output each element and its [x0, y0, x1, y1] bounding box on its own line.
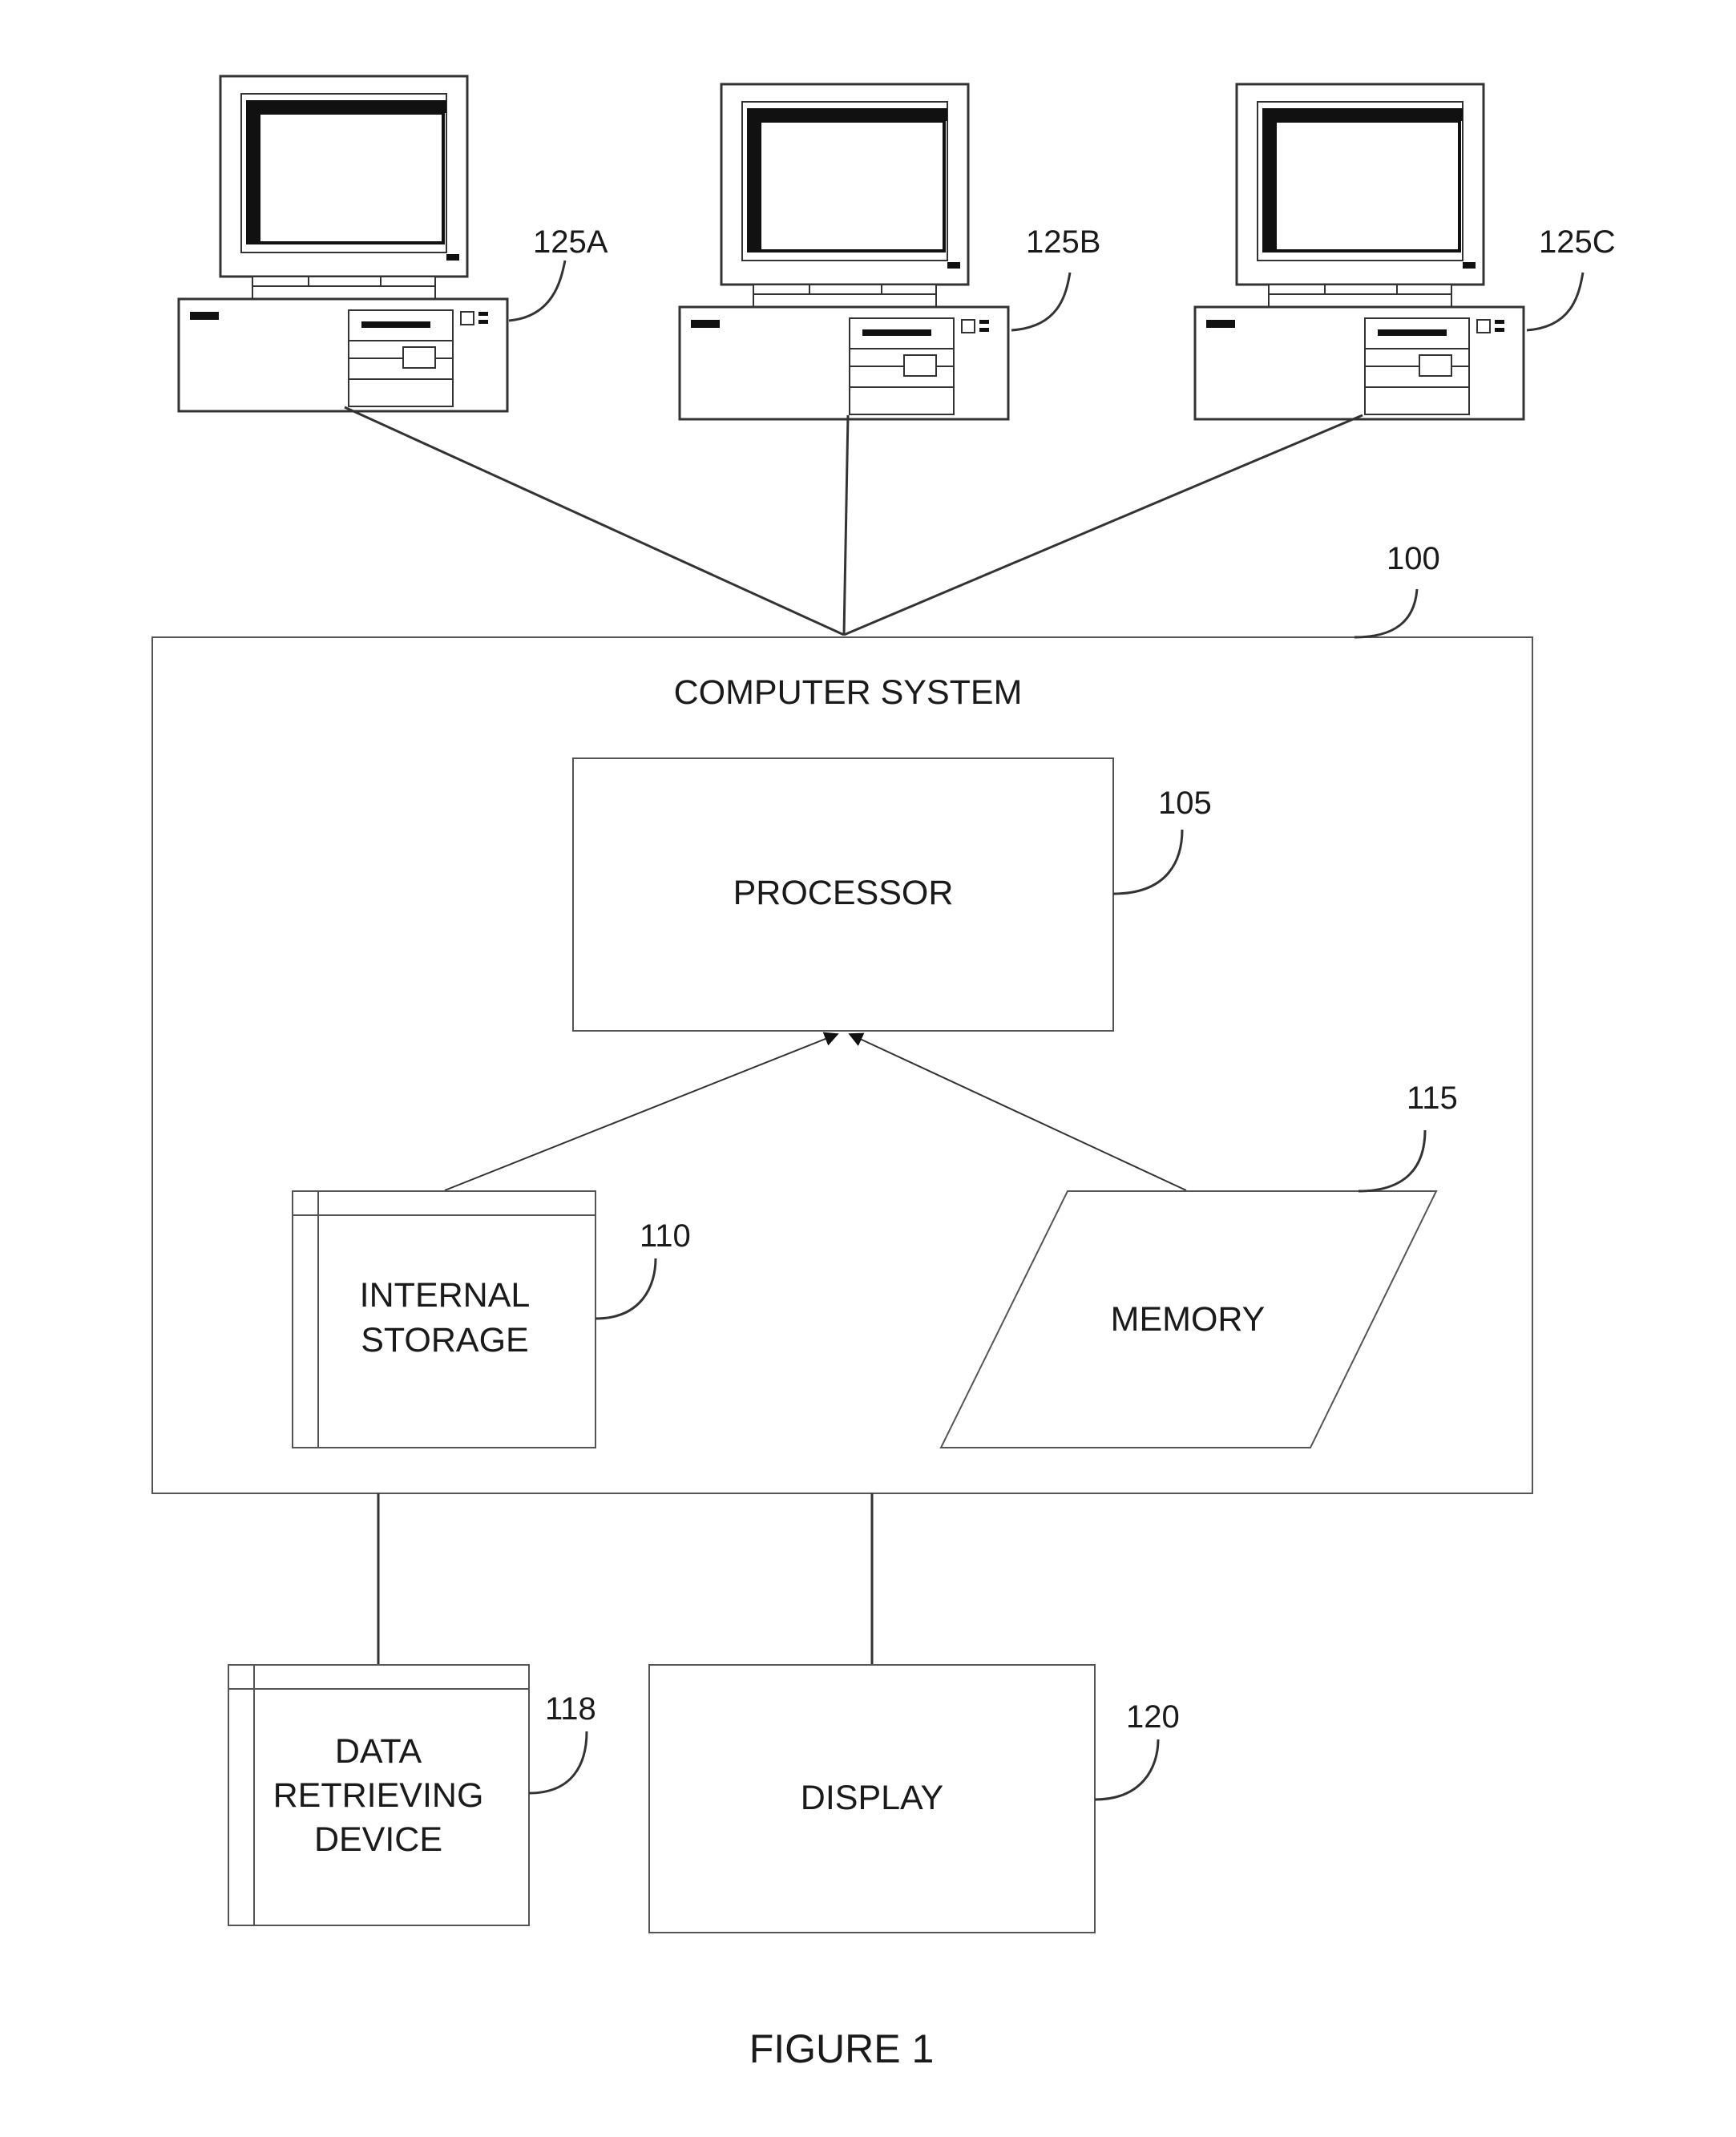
arrow-memory-to-processor [850, 1034, 1186, 1190]
desktop-computer-icon [680, 84, 1008, 419]
leader-125b [1011, 273, 1070, 330]
ref-125c: 125C [1539, 224, 1616, 260]
leader-125a [509, 261, 565, 321]
ref-100: 100 [1387, 541, 1440, 576]
internal-storage-box [293, 1191, 595, 1448]
network-line-125a [345, 407, 844, 635]
computer-125a [179, 76, 507, 411]
leader-110 [595, 1258, 656, 1319]
data-retrieving-device-label-line1: DATA [335, 1732, 422, 1771]
desktop-computer-icon [1195, 84, 1524, 419]
computer-125c [1195, 84, 1524, 419]
leader-105 [1113, 830, 1182, 894]
ref-125b: 125B [1026, 224, 1100, 260]
ref-118: 118 [545, 1691, 596, 1727]
network-line-125c [844, 415, 1363, 635]
data-retrieving-device-label-line3: DEVICE [314, 1820, 442, 1859]
internal-storage-label-line2: STORAGE [361, 1321, 528, 1359]
arrow-storage-to-processor [445, 1034, 838, 1190]
leader-100 [1354, 589, 1417, 637]
computer-125b [680, 84, 1008, 419]
ref-120: 120 [1126, 1699, 1180, 1735]
ref-115: 115 [1407, 1081, 1458, 1116]
leader-125c [1527, 273, 1583, 330]
memory-label: MEMORY [1111, 1300, 1266, 1339]
display-label: DISPLAY [801, 1779, 943, 1817]
leader-120 [1095, 1739, 1158, 1800]
ref-105: 105 [1158, 786, 1212, 821]
computer-system-title: COMPUTER SYSTEM [674, 673, 1023, 712]
internal-storage-label-line1: INTERNAL [360, 1276, 531, 1315]
figure-caption: FIGURE 1 [749, 2026, 935, 2071]
leader-118 [529, 1731, 587, 1793]
ref-110: 110 [640, 1218, 691, 1254]
data-retrieving-device-label-line2: RETRIEVING [273, 1776, 484, 1815]
network-line-125b [844, 415, 848, 635]
processor-label: PROCESSOR [733, 874, 954, 912]
desktop-computer-icon [179, 76, 507, 411]
ref-125a: 125A [533, 224, 608, 260]
leader-115 [1359, 1130, 1425, 1191]
